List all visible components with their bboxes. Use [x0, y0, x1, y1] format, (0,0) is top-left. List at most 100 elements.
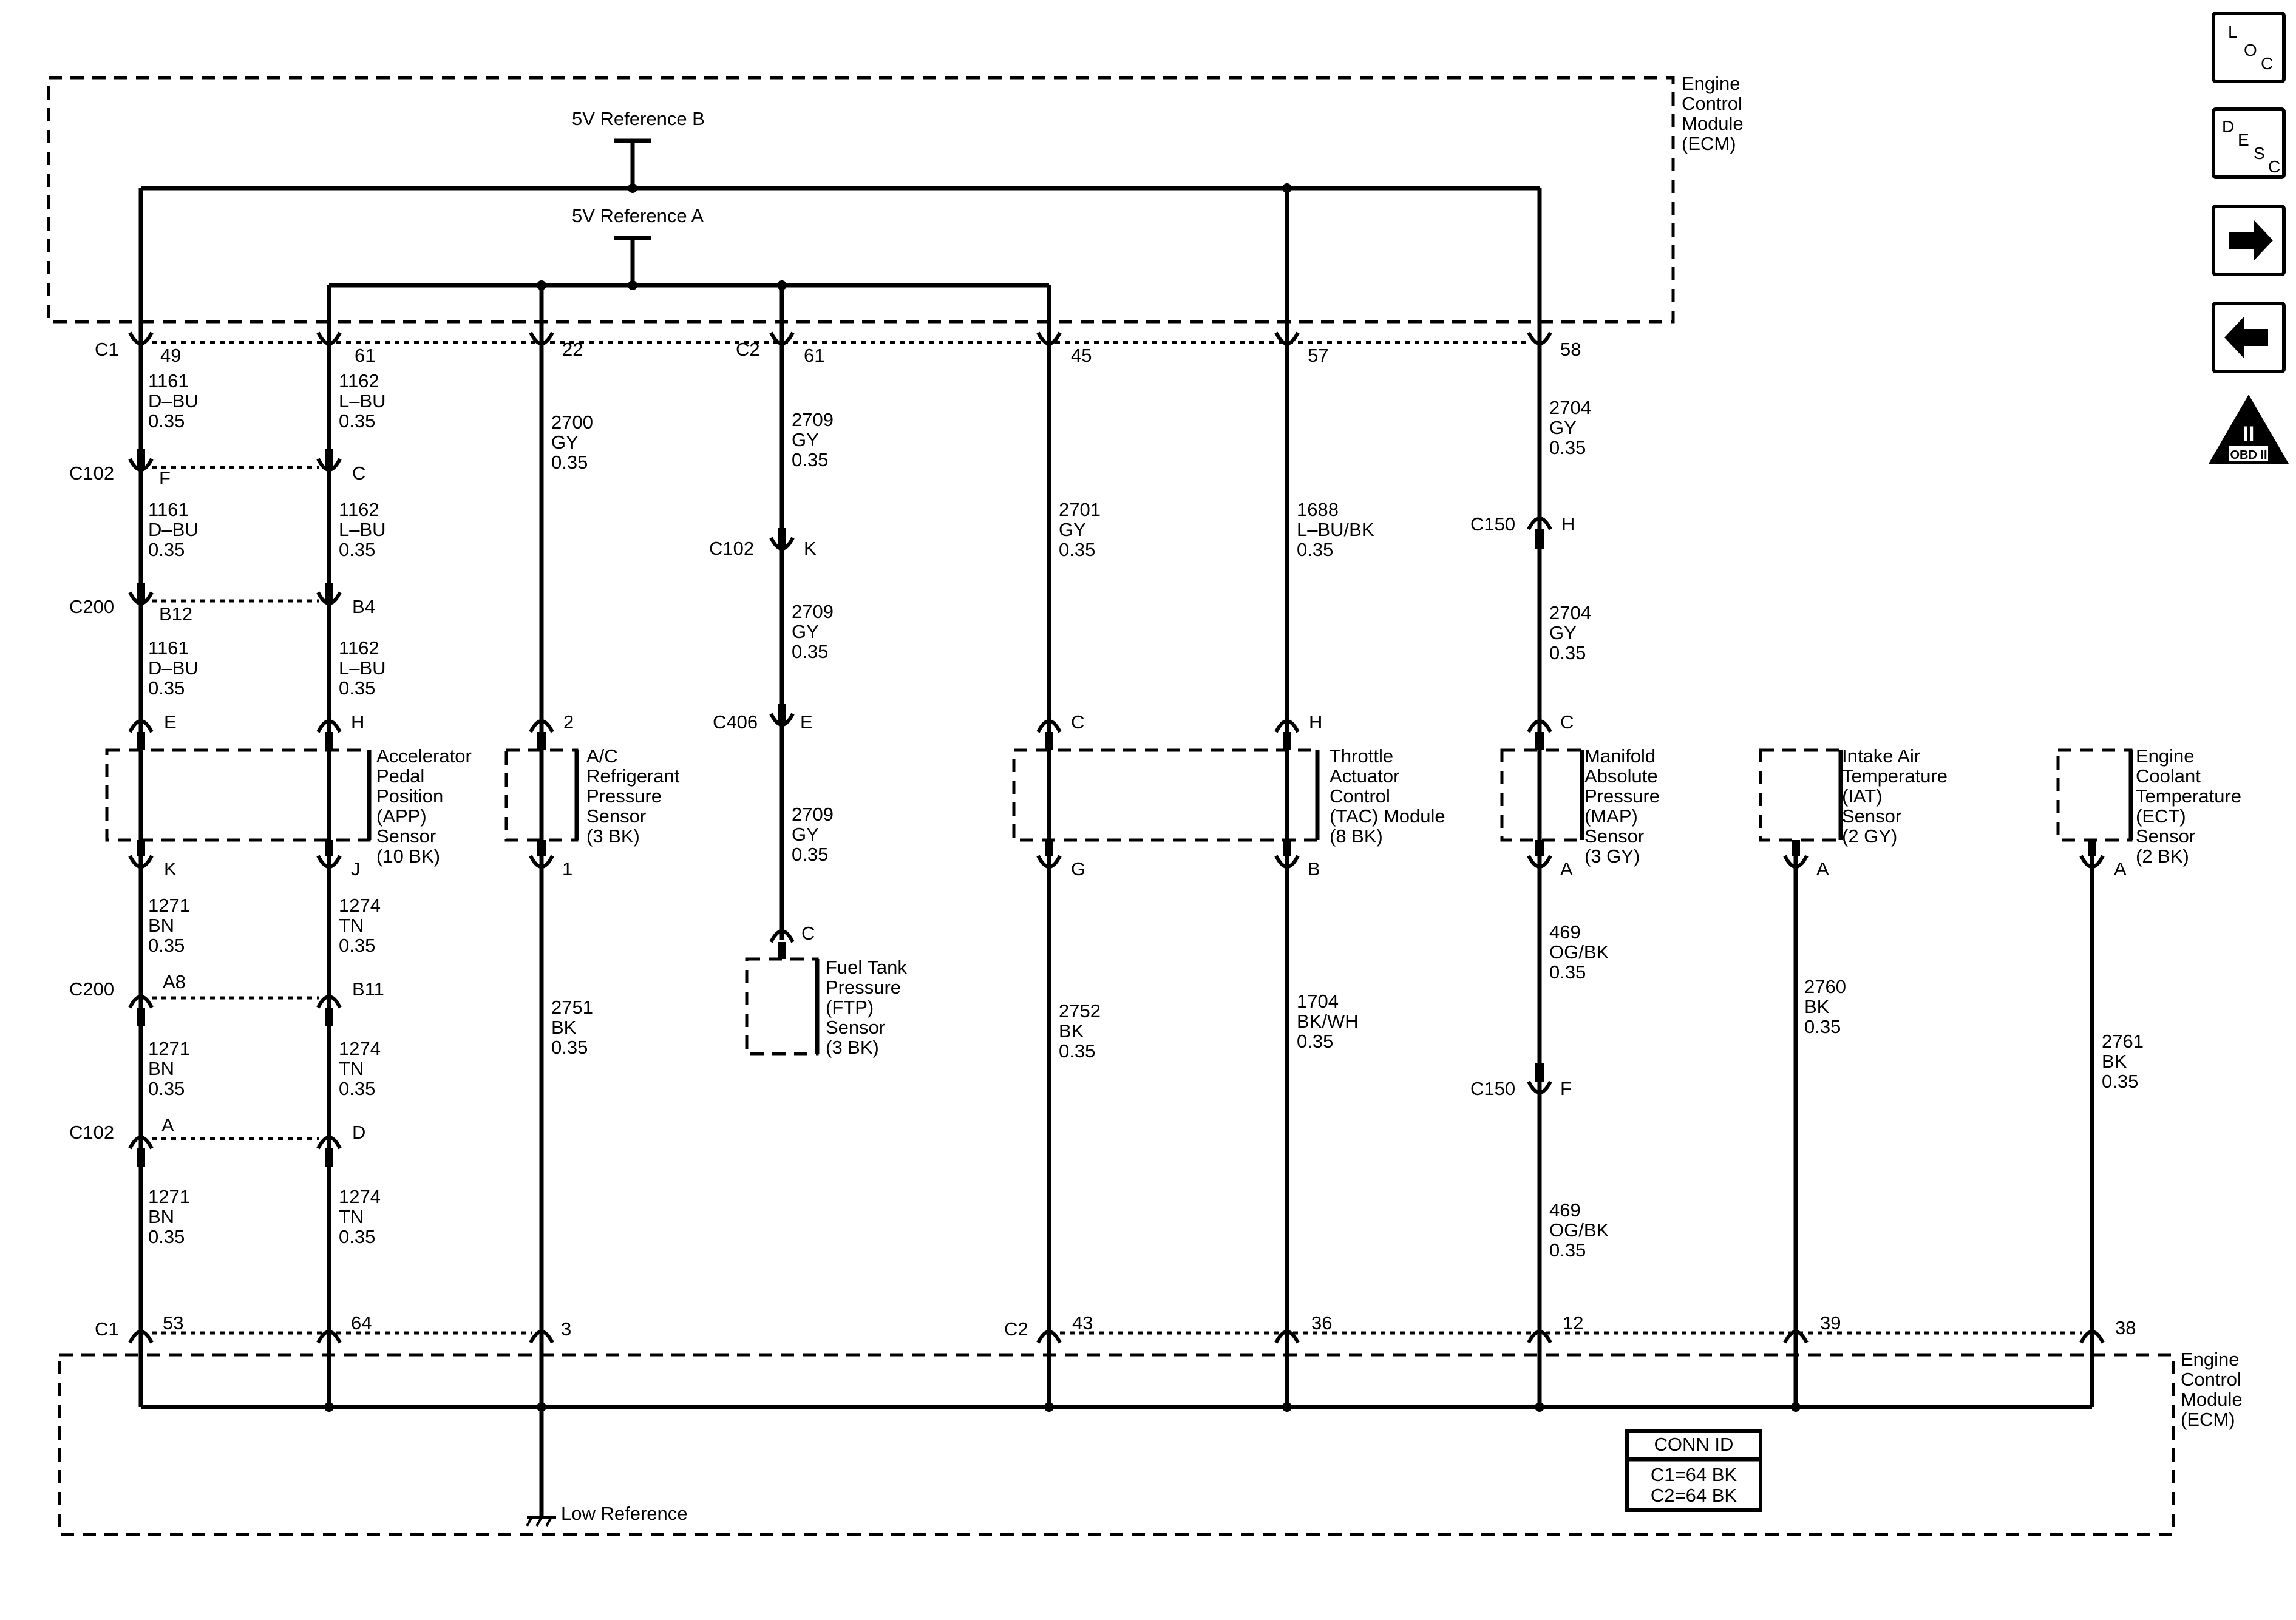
svg-text:Pressure: Pressure: [826, 977, 901, 998]
svg-text:D: D: [2222, 117, 2234, 136]
svg-text:L–BU/BK: L–BU/BK: [1297, 519, 1374, 540]
back-arrow-button[interactable]: [2212, 302, 2286, 373]
svg-text:J: J: [351, 858, 361, 879]
svg-text:57: 57: [1308, 345, 1328, 366]
ref-a-label: 5V Reference A: [572, 205, 704, 226]
svg-text:C: C: [801, 923, 815, 944]
svg-text:2709: 2709: [792, 804, 834, 825]
svg-text:1162: 1162: [339, 637, 379, 659]
iat-sensor-label: Intake Air Temperature (IAT) Sensor (2 G…: [1842, 745, 1948, 847]
svg-text:3: 3: [561, 1318, 571, 1340]
svg-text:C200: C200: [69, 978, 114, 1000]
svg-text:OG/BK: OG/BK: [1549, 1219, 1609, 1241]
svg-text:GY: GY: [1059, 519, 1086, 540]
forward-arrow-button[interactable]: [2212, 205, 2286, 276]
svg-text:GY: GY: [792, 621, 819, 642]
svg-text:B11: B11: [352, 978, 384, 1000]
inline-connector-labels: C102 F C C200 B12 B4 C102 K C406 E C150 …: [69, 463, 1575, 1143]
svg-text:TN: TN: [339, 1206, 364, 1227]
svg-text:BK/WH: BK/WH: [1297, 1011, 1359, 1032]
ecm-bottom-label: Engine Control Module (ECM): [2181, 1349, 2243, 1430]
svg-text:Sensor: Sensor: [376, 825, 436, 847]
svg-text:K: K: [164, 858, 177, 879]
svg-text:Refrigerant: Refrigerant: [586, 765, 680, 787]
svg-text:0.35: 0.35: [1804, 1016, 1841, 1037]
svg-text:39: 39: [1820, 1312, 1841, 1334]
svg-text:49: 49: [160, 345, 181, 366]
circuit-wires: [138, 188, 2094, 1517]
svg-text:D: D: [352, 1122, 365, 1143]
svg-text:G: G: [1071, 858, 1085, 879]
svg-text:Pedal: Pedal: [376, 765, 424, 787]
app-sensor-label: Accelerator Pedal Position (APP) Sensor …: [376, 745, 472, 867]
iat-sensor-box: [1759, 748, 1843, 842]
svg-text:C1: C1: [95, 1318, 119, 1340]
svg-text:58: 58: [1560, 339, 1581, 360]
svg-text:C102: C102: [69, 463, 114, 484]
svg-text:0.35: 0.35: [339, 677, 375, 699]
svg-text:Intake Air: Intake Air: [1842, 745, 1920, 767]
svg-text:E: E: [164, 711, 177, 733]
svg-text:22: 22: [562, 339, 583, 360]
svg-text:0.35: 0.35: [1059, 1040, 1095, 1062]
svg-text:II: II: [2243, 422, 2255, 446]
svg-text:(3 GY): (3 GY): [1584, 846, 1640, 867]
svg-text:L–BU: L–BU: [339, 657, 386, 679]
svg-text:2700: 2700: [551, 412, 593, 433]
ac-sensor-label: A/C Refrigerant Pressure Sensor (3 BK): [586, 745, 680, 847]
svg-text:GY: GY: [792, 429, 819, 450]
obd-ii-button[interactable]: II OBD II: [2209, 395, 2289, 464]
svg-text:2709: 2709: [792, 409, 834, 430]
svg-text:C150: C150: [1470, 513, 1515, 535]
svg-text:(ECT): (ECT): [2136, 805, 2186, 827]
svg-text:Pressure: Pressure: [586, 785, 662, 807]
conn-id-title: CONN ID: [1654, 1434, 1734, 1455]
svg-text:(IAT): (IAT): [1842, 785, 1883, 807]
low-reference-label: Low Reference: [561, 1503, 688, 1524]
svg-text:0.35: 0.35: [148, 935, 185, 956]
svg-text:0.35: 0.35: [792, 641, 828, 662]
svg-text:1688: 1688: [1297, 499, 1339, 520]
svg-text:2760: 2760: [1804, 976, 1846, 997]
svg-text:Coolant: Coolant: [2136, 765, 2201, 787]
svg-text:A8: A8: [163, 971, 186, 992]
svg-text:(3 BK): (3 BK): [586, 825, 640, 847]
svg-text:C200: C200: [69, 596, 114, 617]
svg-text:BN: BN: [148, 1058, 174, 1079]
loc-button[interactable]: L O C: [2212, 12, 2286, 83]
svg-text:0.35: 0.35: [2102, 1071, 2138, 1092]
svg-text:0.35: 0.35: [148, 539, 185, 560]
desc-button[interactable]: D E S C: [2212, 107, 2286, 179]
svg-text:0.35: 0.35: [551, 1037, 588, 1058]
svg-text:A: A: [1816, 858, 1829, 879]
svg-text:0.35: 0.35: [1059, 539, 1095, 560]
bottom-pin-labels: C1 53 64 3 C2 43 36 12 39 38: [95, 1312, 2136, 1340]
svg-text:2704: 2704: [1549, 602, 1591, 623]
svg-text:1704: 1704: [1297, 991, 1339, 1012]
svg-text:C2: C2: [1004, 1318, 1028, 1340]
svg-text:(8 BK): (8 BK): [1330, 825, 1383, 847]
svg-text:GY: GY: [1549, 622, 1577, 643]
svg-text:K: K: [804, 538, 817, 559]
svg-text:Sensor: Sensor: [826, 1017, 885, 1038]
ect-sensor-label: Engine Coolant Temperature (ECT) Sensor …: [2136, 745, 2241, 867]
svg-text:1274: 1274: [339, 1038, 381, 1059]
ect-sensor-box: [2056, 748, 2133, 842]
svg-text:43: 43: [1072, 1312, 1093, 1334]
svg-text:(APP): (APP): [376, 805, 427, 827]
svg-text:H: H: [351, 711, 364, 733]
svg-text:GY: GY: [792, 824, 819, 845]
svg-text:64: 64: [351, 1312, 372, 1334]
connector-symbols: [128, 331, 2105, 1344]
svg-text:C2: C2: [736, 339, 760, 360]
